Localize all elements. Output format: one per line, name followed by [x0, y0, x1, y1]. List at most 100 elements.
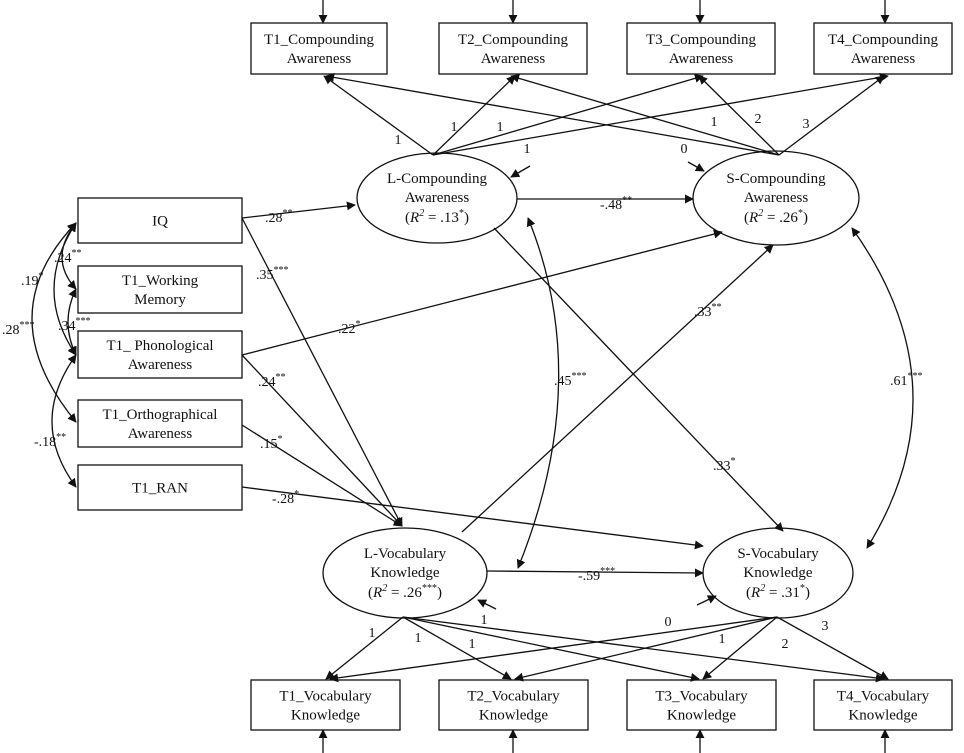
disturbance-arrow	[477, 599, 497, 610]
box-label: T1_Vocabulary	[279, 689, 372, 705]
box-label: Memory	[134, 292, 186, 308]
box-label: Knowledge	[848, 708, 917, 724]
box-iq: IQ	[77, 197, 243, 244]
loading-label: 0	[681, 142, 688, 157]
box-label: T1_RAN	[132, 481, 188, 497]
box-label: Awareness	[669, 51, 734, 67]
box-label: T4_Vocabulary	[837, 689, 930, 705]
loading-arrow	[702, 616, 778, 680]
cov-label-iq-oa: .28***	[2, 320, 35, 338]
loading-label: 1	[469, 637, 476, 652]
box-label: IQ	[152, 214, 168, 230]
loading-arrow	[329, 616, 778, 683]
coef-lvoc-svoc: -.59***	[578, 566, 615, 584]
coef-iq-lcmp: .28**	[265, 208, 293, 226]
loading-arrow	[402, 616, 512, 680]
loading-label: 1	[719, 632, 726, 647]
box-label: T2_Vocabulary	[467, 689, 560, 705]
loading-arrow	[698, 75, 780, 156]
r-squared: (R2 = .26*)	[744, 208, 808, 226]
loading-label: 1	[524, 142, 531, 157]
loading-arrow	[432, 75, 516, 156]
box-label: Awareness	[481, 51, 546, 67]
r-squared: (R2 = .26***)	[368, 583, 442, 601]
box-label: T3_Vocabulary	[655, 689, 748, 705]
path-lcmp-svoc	[493, 227, 784, 532]
box-label: T2_Compounding	[458, 32, 569, 48]
loading-arrow	[432, 73, 704, 156]
cov-iq-oa	[31, 222, 77, 423]
loading-label: 1	[395, 133, 402, 148]
disturbance-arrow	[687, 161, 705, 172]
cov-label-iq-pa: .19*	[21, 271, 44, 289]
loading-label: 1	[451, 120, 458, 135]
disturbance-arrow	[696, 595, 717, 606]
loading-label: 1	[711, 115, 718, 130]
loading-arrow	[323, 75, 434, 156]
latent-label: Knowledge	[743, 565, 812, 581]
loading-label: 3	[822, 619, 829, 634]
latent-label: Awareness	[744, 190, 809, 206]
box-label: T4_Compounding	[828, 32, 939, 48]
loading-arrow	[325, 72, 780, 156]
cov-label-wm-pa: .34***	[58, 316, 91, 334]
path-ran-svoc	[241, 486, 704, 550]
path-oa-lvoc	[241, 424, 403, 527]
loading-label: 1	[481, 613, 488, 628]
loading-label: 1	[497, 120, 504, 135]
box-label: Awareness	[851, 51, 916, 67]
cov-pa-ran	[51, 354, 77, 488]
loading-arrow	[776, 616, 889, 680]
cov-lcmp-lvoc	[516, 217, 560, 569]
box-label: T1_ Phonological	[106, 338, 213, 354]
r-squared: (R2 = .31*)	[746, 583, 810, 601]
box-label: Knowledge	[479, 708, 548, 724]
loading-label: 2	[755, 112, 762, 127]
box-label: Awareness	[128, 357, 193, 373]
box-label: Knowledge	[667, 708, 736, 724]
coef-lcmp-svoc: .33*	[713, 456, 736, 474]
loading-label: 2	[782, 637, 789, 652]
path-lvoc-svoc	[486, 568, 704, 578]
coef-lvoc-scmp: .33**	[694, 302, 722, 320]
coef-pa-lvoc: .24**	[258, 372, 286, 390]
loading-arrow	[325, 616, 404, 680]
path-pa-scmp	[241, 229, 723, 356]
cov-label-lcmp-lvoc: .45***	[554, 371, 587, 389]
loading-arrow	[510, 73, 780, 156]
box-label: T1_Orthographical	[103, 407, 218, 423]
coef-lcmp-scmp: -.48**	[600, 195, 632, 213]
box-label: T1_Working	[122, 273, 199, 289]
box-ran: T1_RAN	[77, 464, 243, 511]
latent-label: L-Compounding	[387, 171, 487, 187]
cov-iq-pa	[53, 222, 77, 356]
loading-label: 1	[369, 626, 376, 641]
coef-oa-lvoc: .15*	[260, 434, 283, 452]
cov-label-scmp-svoc: .61***	[890, 371, 923, 389]
loading-label: 3	[803, 117, 810, 132]
cov-label-iq-wm: .24**	[54, 248, 82, 266]
latent-label: Knowledge	[370, 565, 439, 581]
box-label: Awareness	[287, 51, 352, 67]
coef-pa-scmp: .22*	[338, 319, 361, 337]
box-label: Awareness	[128, 426, 193, 442]
box-label: Knowledge	[291, 708, 360, 724]
box-label: T1_Compounding	[264, 32, 375, 48]
cov-label-pa-ran: -.18**	[34, 432, 66, 450]
box-label: T3_Compounding	[646, 32, 757, 48]
loading-label: 0	[665, 615, 672, 630]
